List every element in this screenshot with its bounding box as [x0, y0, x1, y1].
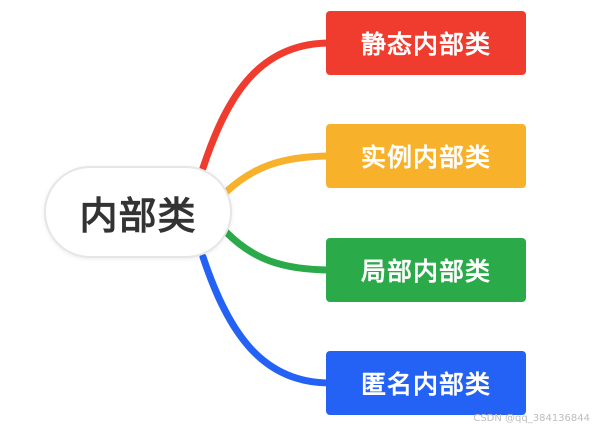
child-node-label: 局部内部类	[360, 257, 491, 286]
root-node-label: 内部类	[79, 193, 197, 238]
child-node-static-inner-class[interactable]: 静态内部类	[326, 11, 526, 75]
branch-line-0	[199, 39, 336, 172]
child-node-label: 实例内部类	[360, 143, 491, 172]
child-node-anonymous-inner-class[interactable]: 匿名内部类	[326, 351, 526, 415]
watermark: CSDN @qq_384136844	[473, 413, 590, 424]
child-node-label: 匿名内部类	[360, 370, 491, 399]
branch-line-1	[222, 152, 336, 196]
branch-line-3	[199, 253, 336, 387]
child-node-local-inner-class[interactable]: 局部内部类	[326, 238, 526, 302]
branch-line-2	[222, 228, 336, 274]
child-node-instance-inner-class[interactable]: 实例内部类	[326, 124, 526, 188]
child-node-label: 静态内部类	[360, 30, 491, 59]
root-node[interactable]: 内部类	[44, 166, 232, 258]
